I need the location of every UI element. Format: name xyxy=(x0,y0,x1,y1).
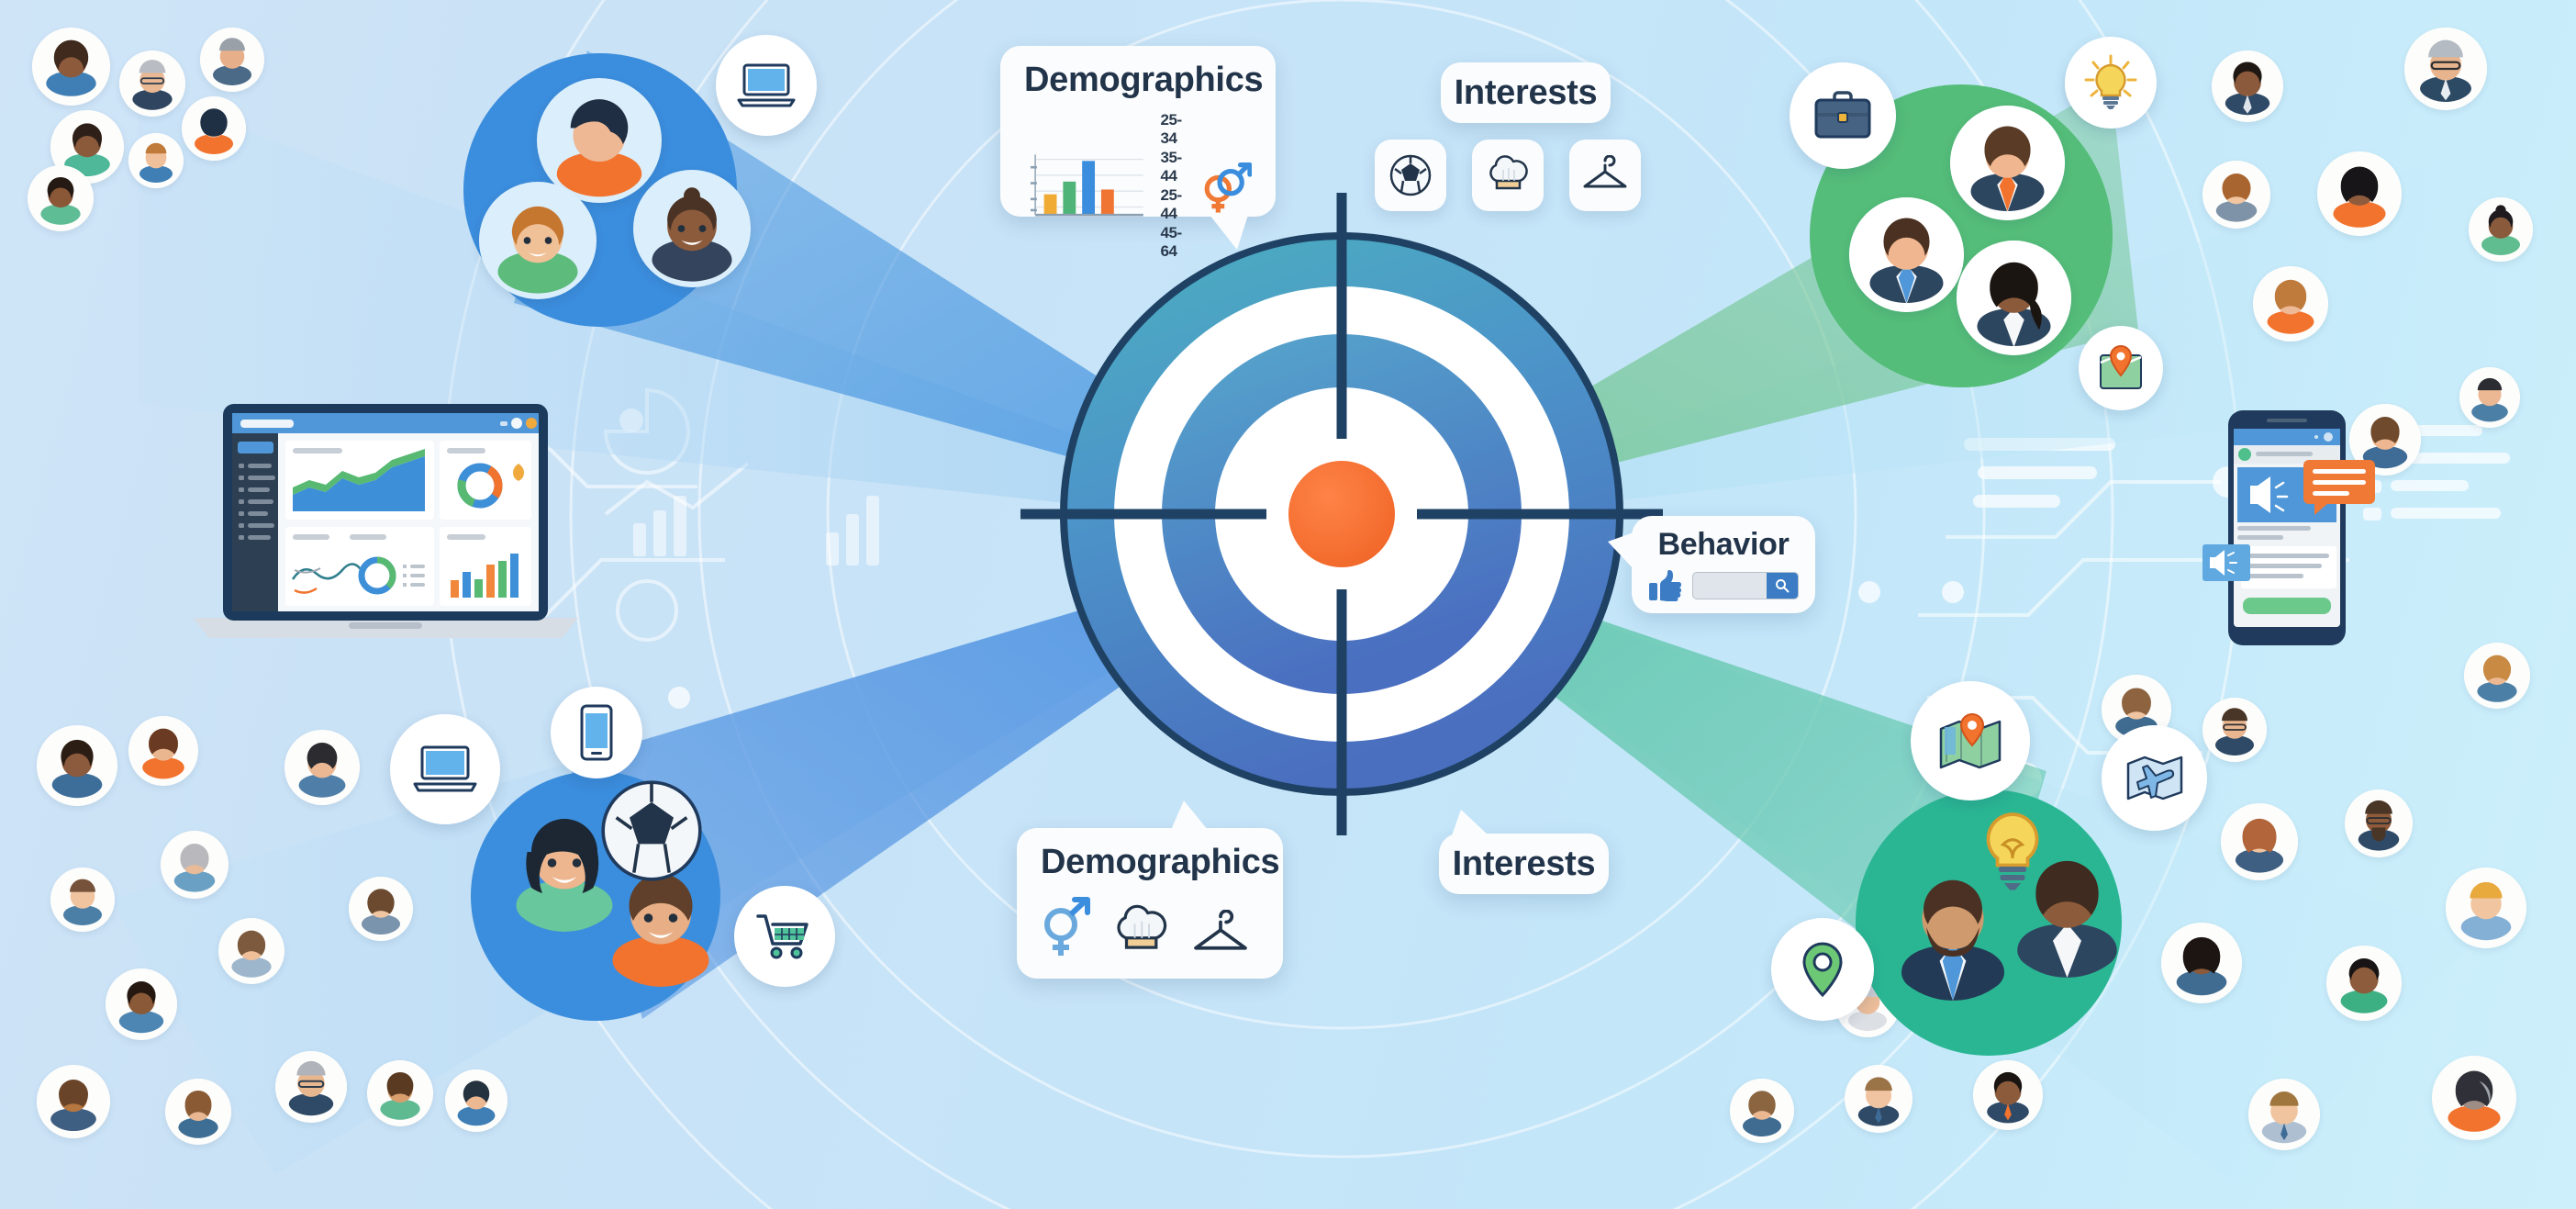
callout-title: Demographics xyxy=(1041,843,1280,881)
callout-title: Interests xyxy=(1452,844,1596,883)
bubble-laptop-icon xyxy=(390,714,500,824)
background-avatar xyxy=(2432,1056,2516,1140)
soccer-ball-decoration xyxy=(601,780,702,881)
background-avatar xyxy=(2253,266,2328,341)
cluster-member-avatar xyxy=(479,182,597,299)
chef-hat-icon xyxy=(1489,155,1528,190)
bubble-laptop-icon xyxy=(716,35,817,136)
demographics-bar-chart xyxy=(1030,153,1143,216)
cluster-member-avatar xyxy=(1957,241,2071,355)
background-avatar xyxy=(50,868,115,932)
behavior-search-bar[interactable] xyxy=(1692,572,1799,599)
background-avatar xyxy=(37,1065,110,1138)
callout-tail xyxy=(1608,532,1634,569)
background-avatar xyxy=(1973,1060,2043,1130)
bubble-map-pin-icon xyxy=(1911,681,2030,800)
background-avatar xyxy=(349,877,413,941)
interest-chip-cooking[interactable] xyxy=(1472,140,1544,211)
background-avatar xyxy=(182,96,246,161)
callout-behavior[interactable]: Behavior xyxy=(1608,516,1815,613)
callout-title: Behavior xyxy=(1657,527,1790,562)
audience-target-bullseye xyxy=(995,167,1689,861)
demographics-icon-row xyxy=(1041,895,1259,959)
background-avatar xyxy=(119,50,185,117)
callout-title: Interests xyxy=(1454,73,1598,112)
interest-chip-soccer[interactable] xyxy=(1375,140,1446,211)
callout-interests-bottom[interactable]: Interests xyxy=(1439,810,1609,894)
background-avatar xyxy=(2464,643,2530,709)
background-avatar xyxy=(2345,789,2413,857)
callout-interests-top[interactable]: Interests xyxy=(1441,62,1611,123)
age-band-label: 25-34 xyxy=(1160,111,1182,147)
cluster-member-avatar xyxy=(592,849,730,987)
callout-demographics-bottom[interactable]: Demographics xyxy=(1017,800,1283,979)
callout-tail xyxy=(1452,810,1489,835)
background-avatar xyxy=(284,730,360,805)
background-avatar xyxy=(200,28,264,92)
background-avatar xyxy=(1845,1065,1912,1133)
background-avatar xyxy=(2317,151,2402,236)
cluster-member-avatar xyxy=(1879,854,2026,1001)
background-avatar xyxy=(1730,1079,1794,1143)
soccer-ball-icon xyxy=(1389,154,1432,196)
interest-chip-fashion[interactable] xyxy=(1569,140,1641,211)
cluster-member-avatar xyxy=(496,794,633,932)
background-avatar xyxy=(2404,28,2487,110)
background-avatar xyxy=(2469,197,2533,262)
gender-male-female-icon xyxy=(1204,162,1252,213)
cluster-member-avatar xyxy=(1996,835,2138,978)
search-button[interactable] xyxy=(1767,573,1798,599)
bubble-location-pin-icon xyxy=(1771,918,1874,1021)
gender-male-female-icon xyxy=(1044,897,1090,956)
background-avatar xyxy=(128,133,184,188)
background-avatar xyxy=(2202,698,2267,762)
background-avatar xyxy=(32,28,110,106)
background-avatar xyxy=(50,110,124,184)
thumbs-up-icon xyxy=(1649,570,1681,601)
background-avatar xyxy=(2202,161,2270,229)
cluster-member-avatar xyxy=(1849,197,1964,312)
background-avatar xyxy=(2326,946,2402,1021)
bubble-smartphone-icon xyxy=(551,687,642,778)
background-avatar xyxy=(218,918,284,984)
background-avatar xyxy=(275,1051,347,1123)
background-avatar xyxy=(445,1069,507,1132)
background-avatar xyxy=(2161,923,2242,1003)
mobile-ad-phone xyxy=(2202,409,2395,647)
background-avatar xyxy=(367,1060,433,1126)
clothes-hanger-icon xyxy=(1194,910,1247,950)
background-avatar xyxy=(128,716,198,786)
background-avatar xyxy=(2212,50,2283,122)
background-avatar xyxy=(165,1079,231,1145)
bubble-shopping-cart-icon xyxy=(734,886,835,987)
bubble-briefcase-icon xyxy=(1790,62,1896,169)
bubble-lightbulb-icon xyxy=(2065,37,2157,129)
callout-title: Demographics xyxy=(1024,61,1264,99)
background-avatar xyxy=(2446,868,2526,948)
background-avatar xyxy=(2248,1079,2320,1150)
bubble-location-pin-icon xyxy=(2079,326,2163,410)
background-avatar xyxy=(161,831,229,899)
background-avatar xyxy=(2459,367,2520,428)
chef-hat-icon xyxy=(1117,904,1167,949)
search-icon xyxy=(1776,579,1790,593)
background-avatar xyxy=(106,968,177,1040)
background-avatar xyxy=(28,165,94,231)
lightbulb-decoration xyxy=(1986,812,2039,890)
callout-tail xyxy=(1210,215,1248,250)
cluster-member-avatar xyxy=(537,78,662,203)
age-band-label: 45-64 xyxy=(1160,224,1182,260)
age-band-label: 25-44 xyxy=(1160,186,1182,222)
background-avatar xyxy=(37,725,117,806)
clothes-hanger-icon xyxy=(1583,155,1627,188)
background-avatar xyxy=(2221,803,2298,880)
bubble-airplane-map-icon xyxy=(2102,725,2207,831)
callout-tail xyxy=(1171,800,1208,830)
callout-demographics-top[interactable]: Demographics 25-34 35-44 xyxy=(1000,46,1276,260)
age-band-label: 35-44 xyxy=(1160,149,1182,185)
cluster-member-avatar xyxy=(633,170,751,287)
cluster-member-avatar xyxy=(1950,106,2065,220)
analytics-dashboard-laptop xyxy=(188,399,583,643)
